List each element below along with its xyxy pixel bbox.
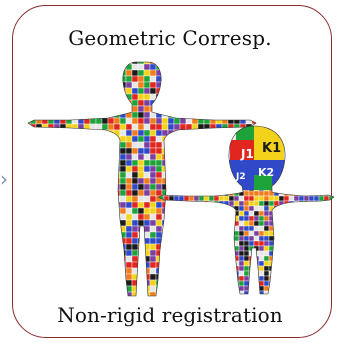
panel-caption: Non-rigid registration bbox=[57, 303, 283, 327]
left-body-figure bbox=[28, 62, 256, 296]
panel-title: Geometric Corresp. bbox=[68, 26, 272, 50]
chevron-right-icon: › bbox=[0, 167, 8, 191]
head-label-j1: J1 bbox=[240, 147, 254, 161]
head-label-k2: K2 bbox=[258, 166, 274, 179]
head-label-k1: K1 bbox=[262, 141, 281, 156]
head-label-j2: J2 bbox=[235, 172, 246, 182]
